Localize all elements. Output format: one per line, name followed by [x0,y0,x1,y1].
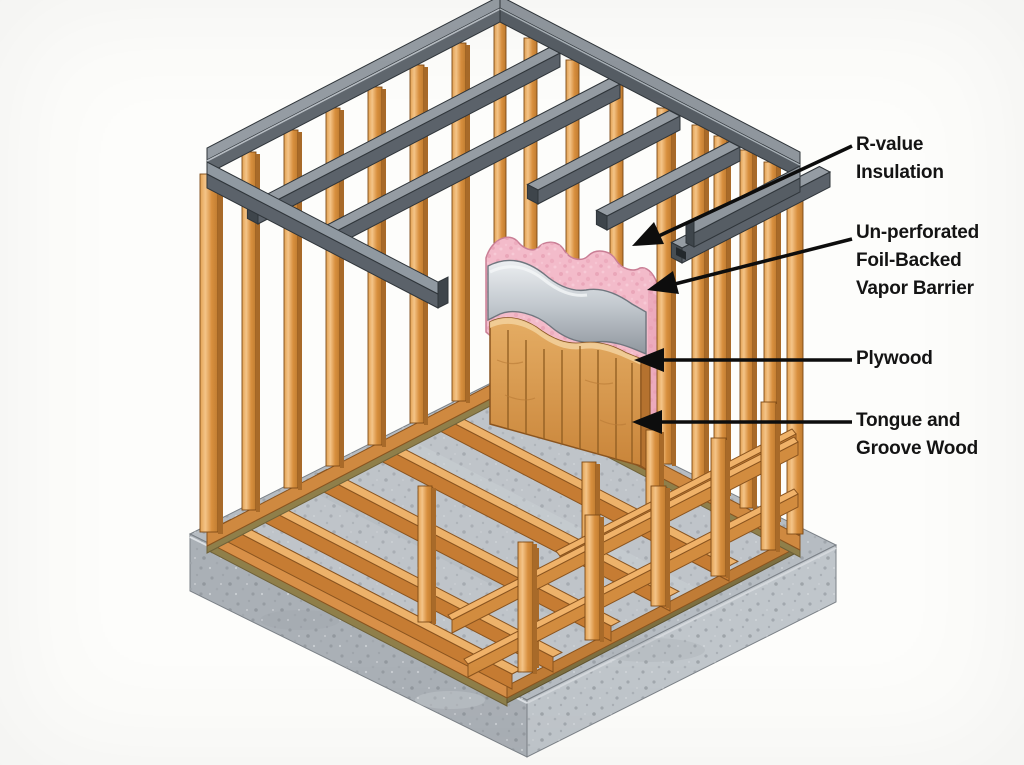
vapor-barrier-sheet [487,259,647,356]
arrowhead-tongue [632,410,662,434]
label-line: Foil-Backed [856,250,962,271]
steel-joists [246,46,832,264]
label-plywood: Plywood [856,345,1024,373]
short-post [760,401,780,552]
label-vapor-barrier: Un-perforated Foil-Backed Vapor Barrier [856,219,1024,303]
label-line: R-value [856,134,924,155]
plywood-panel [489,317,651,474]
label-line: Insulation [856,162,944,183]
arrowhead-vapor [647,271,679,294]
floor-joist [258,499,563,673]
short-post [417,485,436,624]
label-r-value-insulation: R-value Insulation [856,131,1024,187]
steel-ceiling-frame [206,0,801,309]
tongue-groove-lines [507,330,633,464]
short-post [650,485,670,608]
knee-studs [517,401,780,674]
label-line: Groove Wood [856,438,979,459]
label-tongue-groove: Tongue and Groove Wood [856,407,1024,463]
short-post [517,541,537,674]
steel-rail-partial-left [206,161,449,309]
arrowhead-plywood [634,348,664,372]
label-line: Un-perforated [856,222,980,243]
panel-top-edge-highlight [490,317,641,365]
leader-vapor [662,237,853,289]
knee-wall [447,401,799,678]
right-corner-post [786,175,804,535]
arrowhead-r-value [632,222,664,246]
arrowheads [632,222,679,434]
leader-r-value [647,144,853,243]
label-line: Tongue and [856,410,961,431]
label-line: Plywood [856,348,933,369]
label-line: Vapor Barrier [856,278,974,299]
short-post [584,514,604,642]
wood-grain [496,359,627,426]
short-post [710,437,730,578]
leader-lines [647,144,853,424]
